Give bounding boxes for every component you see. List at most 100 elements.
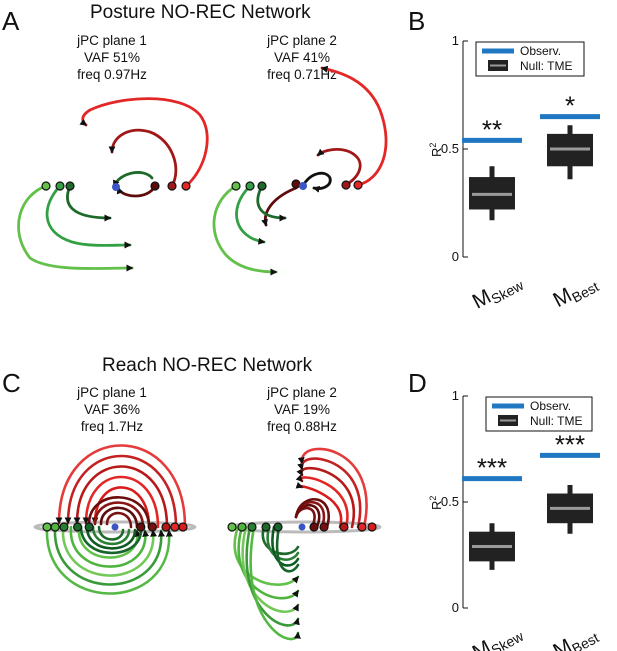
b-xcat-sub-1: Best xyxy=(569,278,601,305)
posture-p2-center-loop xyxy=(302,171,332,193)
reach-plane1-baseline-ring xyxy=(33,520,197,534)
d-xcat-sub-1: Best xyxy=(569,629,601,651)
reach-p2-green-arc-2 xyxy=(241,525,300,614)
posture-p1-green-trajectory xyxy=(45,184,132,249)
posture-p1-center-loop xyxy=(112,171,154,188)
reach-p2-start-point-6 xyxy=(319,522,329,532)
reach-p1-red-arc-3 xyxy=(64,454,178,529)
panel-label-b: B xyxy=(408,6,425,36)
posture-plane2-name: jPC plane 2 xyxy=(266,33,337,48)
posture-p1-darkgreen-trajectory xyxy=(66,184,112,222)
reach-network-title: Reach NO-REC Network xyxy=(102,355,313,376)
d-xcat-sub-0: Skew xyxy=(488,627,527,651)
reach-p2-green-arc-4 xyxy=(249,525,301,641)
reach-p1-green-arc-1 xyxy=(69,525,150,568)
posture-plane1-name: jPC plane 1 xyxy=(76,33,147,48)
reach-p1-red-arc-0 xyxy=(91,486,151,529)
reach-p2-start-point-7 xyxy=(339,522,349,532)
d-xcat-label-1: MBest xyxy=(549,621,601,651)
panel-label-a: A xyxy=(2,6,20,36)
reach-p1-green-arc-4 xyxy=(45,525,173,595)
posture-p2-darkgreen-trajectory xyxy=(256,184,287,222)
reach-p1-darkgreen-arc-2 xyxy=(85,525,137,550)
posture-p2-lightgreen-trajectory xyxy=(212,184,278,276)
reach-p1-start-point-3 xyxy=(72,522,83,532)
reach-p2-darkred-arc-3 xyxy=(294,498,330,529)
d-significance-1: *** xyxy=(555,429,585,459)
posture-plane1-vaf: VAF 51% xyxy=(84,50,140,65)
reach-p1-darkred-arc-0 xyxy=(105,511,133,529)
d-ytick-label-2: 1 xyxy=(452,388,459,403)
reach-p2-red-arc-4 xyxy=(297,447,368,529)
reach-p1-start-point-7 xyxy=(161,522,171,532)
reach-p1-darkgreen-arc-1 xyxy=(91,525,131,546)
posture-plane2-freq: freq 0.71Hz xyxy=(267,67,337,82)
reach-p1-red-arc-1 xyxy=(82,475,160,529)
reach-p1-start-point-2 xyxy=(59,522,69,532)
posture-plane2-vaf: VAF 41% xyxy=(274,50,330,65)
reach-p2-green-arc-0 xyxy=(233,525,300,586)
reach-p1-red-arc-4 xyxy=(55,444,187,529)
reach-plane1-vaf: VAF 36% xyxy=(84,402,140,417)
reach-p1-start-point-5 xyxy=(136,522,146,532)
d-ytick-label-1: 0.5 xyxy=(441,494,459,509)
reach-p2-start-point-4 xyxy=(273,522,283,532)
reach-plane2-trajectories xyxy=(227,447,377,641)
b-ytick-label-2: 1 xyxy=(452,33,459,48)
reach-p1-start-point-1 xyxy=(50,522,60,532)
reach-p2-red-arc-2 xyxy=(296,466,356,529)
b-ytick-label-0: 0 xyxy=(452,249,459,264)
reach-p2-start-point-1 xyxy=(237,522,247,532)
b-y-axis-label-sup: 2 xyxy=(428,143,438,148)
reach-p1-start-point-4 xyxy=(84,522,94,532)
reach-plane1-freq: freq 1.7Hz xyxy=(81,419,144,434)
b-significance-0: ** xyxy=(482,114,502,144)
d-y-axis-label-sup: 2 xyxy=(428,496,438,501)
posture-p1-lightgreen-trajectory xyxy=(17,184,134,272)
reach-p2-start-point-9 xyxy=(367,522,377,532)
posture-plane2-trajectories xyxy=(212,65,388,276)
d-significance-0: *** xyxy=(477,453,507,483)
posture-p1-red-trajectory xyxy=(79,97,209,188)
panel-label-d: D xyxy=(408,368,427,398)
reach-p1-red-arc-2 xyxy=(73,465,169,529)
d-legend-box xyxy=(485,396,593,432)
posture-p2-darkred-trajectory xyxy=(316,148,362,187)
reach-p1-darkgreen-arc-0 xyxy=(97,525,125,541)
posture-p1-darkred-trajectory xyxy=(108,128,178,188)
b-significance-1: * xyxy=(565,91,575,121)
reach-p1-start-point-6 xyxy=(147,522,157,532)
b-legend-null-label: Null: TME xyxy=(520,59,572,73)
reach-p2-red-arc-0 xyxy=(295,481,343,529)
posture-plane2-endpoints xyxy=(231,179,363,191)
reach-p2-darkgreen-arc-3 xyxy=(275,525,300,573)
reach-p1-green-arc-3 xyxy=(53,525,165,586)
reach-p2-darkgreen-arc-0 xyxy=(261,525,300,556)
d-xcat-label-0: MSkew xyxy=(469,620,527,651)
reach-plane1-name: jPC plane 1 xyxy=(76,385,147,400)
reach-plane2-name: jPC plane 2 xyxy=(266,385,337,400)
reach-p1-green-arc-2 xyxy=(61,525,158,577)
posture-network-title: Posture NO-REC Network xyxy=(90,2,311,23)
d-legend-observed-label: Observ. xyxy=(530,399,571,413)
b-xcat-sub-0: Skew xyxy=(488,276,527,307)
posture-p2-green-trajectory xyxy=(235,184,266,245)
d-ytick-label-0: 0 xyxy=(452,600,459,615)
b-xcat-label-1: MBest xyxy=(549,270,601,313)
reach-p1-darkgreen-arc-3 xyxy=(79,525,143,555)
b-ytick-label-1: 0.5 xyxy=(441,141,459,156)
reach-plane2-vaf: VAF 19% xyxy=(274,402,330,417)
reach-p2-start-point-8 xyxy=(357,522,367,532)
b-legend-observed-label: Observ. xyxy=(520,44,561,58)
b-xcat-label-0: MSkew xyxy=(469,269,527,316)
reach-p2-start-point-5 xyxy=(309,522,319,532)
reach-p1-darkred-arc-3 xyxy=(87,496,151,529)
posture-p2-red-trajectory xyxy=(320,65,388,187)
reach-p2-red-arc-1 xyxy=(295,474,349,529)
reach-p2-start-point-2 xyxy=(247,522,257,532)
posture-plane1-freq: freq 0.97Hz xyxy=(77,67,147,82)
reach-p2-center-marker xyxy=(298,523,306,531)
